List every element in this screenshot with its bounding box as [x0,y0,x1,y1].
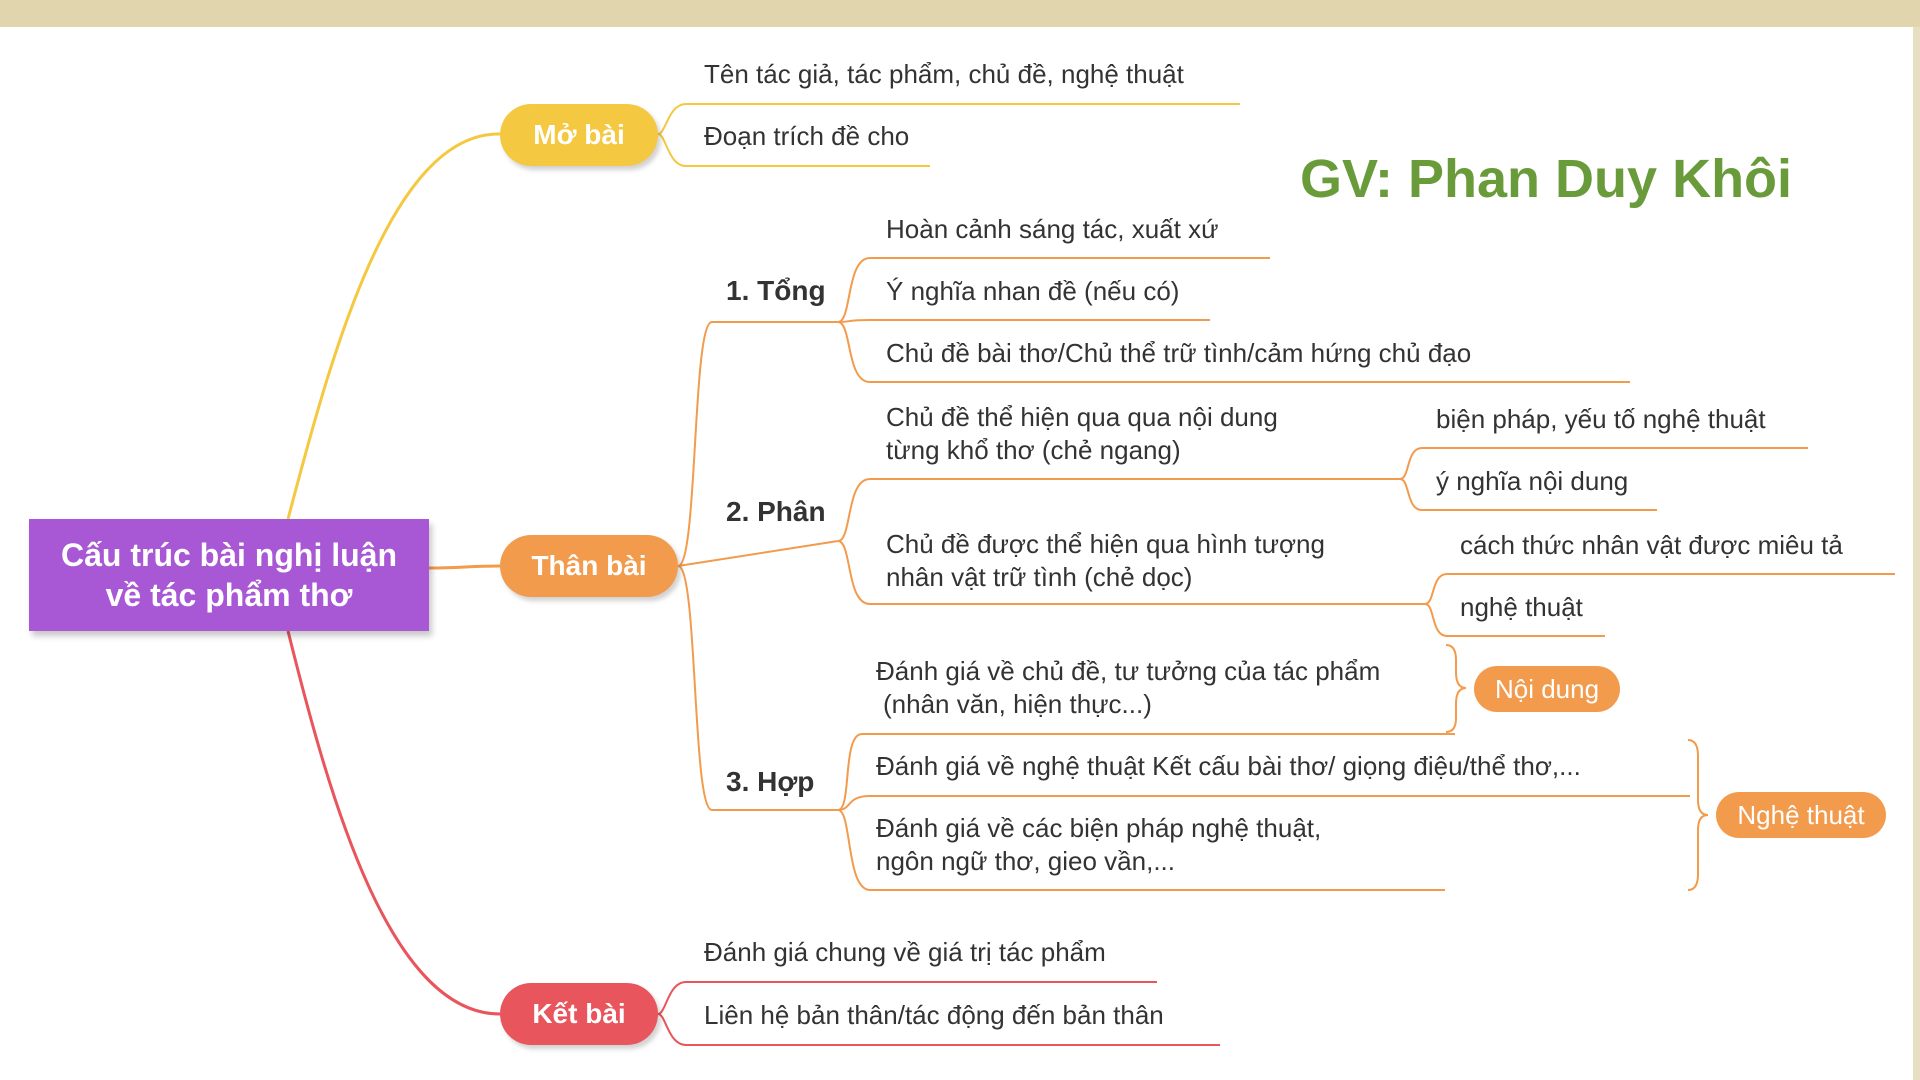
leaf-ket-bai-1: Đánh giá chung về giá trị tác phẩm [704,937,1106,967]
leaf-phan-b-sub-2: nghệ thuật [1460,592,1583,622]
leaf-phan-a-line-2: từng khổ thơ (chẻ ngang) [886,435,1181,465]
link-ket-bai-leaves [657,981,1220,1046]
top-border-bar [0,0,1920,27]
node-mo-bai: Mở bài [500,104,658,166]
link-tong-leaves [837,257,1630,383]
leaf-phan-b-line-1: Chủ đề được thể hiện qua hình tượng [886,529,1325,559]
leaf-phan-b-sub-1: cách thức nhân vật được miêu tả [1460,530,1843,560]
leaf-tong-2: Ý nghĩa nhan đề (nếu có) [886,276,1180,306]
leaf-hop-a-line-1: Đánh giá về chủ đề, tư tưởng của tác phẩ… [876,656,1381,686]
leaf-phan-b-line-2: nhân vật trữ tình (chẻ dọc) [886,562,1193,592]
leaf-hop-a-line-2: (nhân văn, hiện thực...) [883,689,1152,719]
leaf-hop-c-line-2: ngôn ngữ thơ, gieo vần,... [876,846,1175,876]
section-phan: 2. Phân [726,496,826,527]
link-mo-bai-leaves [657,103,1240,167]
tag-nghe-thuat: Nghệ thuật [1716,792,1886,838]
link-hop-leaves [837,733,1690,891]
tag-noi-dung: Nội dung [1474,666,1620,712]
link-phan-leaves [837,478,1425,605]
section-hop: 3. Hợp [726,766,815,797]
teacher-credit: GV: Phan Duy Khôi [1300,149,1793,209]
link-root-than-bai [428,564,501,570]
section-tong: 1. Tổng [726,275,826,306]
link-phan-b-subs [1424,573,1895,637]
root-line-2: về tác phẩm thơ [105,577,353,613]
node-ket-bai: Kết bài [500,983,658,1045]
leaf-tong-3: Chủ đề bài thơ/Chủ thể trữ tình/cảm hứng… [886,338,1472,368]
leaf-phan-a-sub-1: biện pháp, yếu tố nghệ thuật [1436,404,1766,434]
leaf-hop-c-line-1: Đánh giá về các biện pháp nghệ thuật, [876,813,1322,843]
link-root-mo-bai [286,132,501,520]
leaf-mo-bai-1: Tên tác giả, tác phẩm, chủ đề, nghệ thuậ… [704,59,1184,89]
link-phan-a-subs [1399,447,1808,511]
brace-art [1687,739,1709,891]
root-line-1: Cấu trúc bài nghị luận [60,537,397,573]
leaf-phan-a-sub-2: ý nghĩa nội dung [1436,466,1629,496]
leaf-tong-1: Hoàn cảnh sáng tác, xuất xứ [886,214,1219,244]
root-node: Cấu trúc bài nghị luận về tác phẩm thơ [29,519,429,631]
leaf-phan-a-line-1: Chủ đề thể hiện qua qua nội dung [886,402,1278,432]
link-root-ket-bai [286,630,501,1016]
right-border-bar [1913,27,1920,1080]
leaf-hop-b: Đánh giá về nghệ thuật Kết cấu bài thơ/ … [876,751,1581,781]
leaf-mo-bai-2: Đoạn trích đề cho [704,121,910,151]
link-than-bai-sections [677,321,839,811]
brace-content [1445,644,1467,733]
node-than-bai: Thân bài [500,535,678,597]
leaf-ket-bai-2: Liên hệ bản thân/tác động đến bản thân [704,1000,1164,1030]
